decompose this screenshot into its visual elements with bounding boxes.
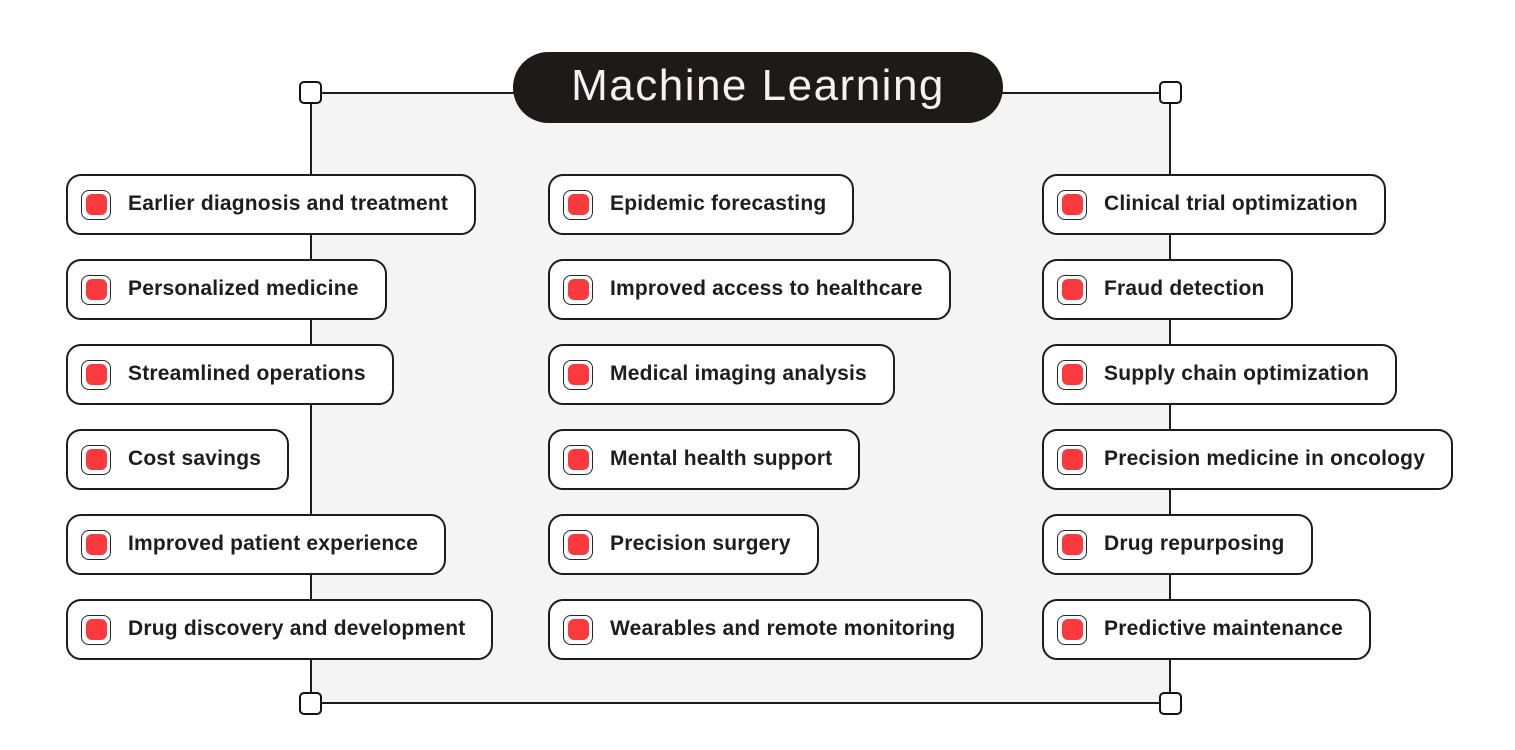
resize-handle-bottom-left[interactable] xyxy=(299,692,322,715)
checkbox-fill xyxy=(85,194,107,215)
checkbox-icon xyxy=(1057,274,1087,305)
topic-node[interactable]: Mental health support xyxy=(548,429,861,490)
resize-handle-top-left[interactable] xyxy=(299,81,322,104)
checkbox-fill xyxy=(85,534,107,555)
checkbox-icon xyxy=(81,359,111,390)
topic-node[interactable]: Wearables and remote monitoring xyxy=(548,599,984,660)
checkbox-icon xyxy=(563,614,593,645)
checkbox-icon xyxy=(563,529,593,560)
topic-label: Predictive maintenance xyxy=(1104,616,1343,640)
topic-node[interactable]: Streamlined operations xyxy=(66,344,394,405)
topic-label: Precision surgery xyxy=(610,531,791,555)
topic-label: Improved access to healthcare xyxy=(610,276,923,300)
checkbox-icon xyxy=(81,529,111,560)
checkbox-icon xyxy=(1057,614,1087,645)
topic-node[interactable]: Drug repurposing xyxy=(1042,514,1313,575)
checkbox-icon xyxy=(81,614,111,645)
checkbox-fill xyxy=(85,449,107,470)
topic-label: Supply chain optimization xyxy=(1104,361,1370,385)
topic-label: Fraud detection xyxy=(1104,276,1265,300)
resize-handle-bottom-right[interactable] xyxy=(1159,692,1182,715)
checkbox-fill xyxy=(1061,449,1083,470)
checkbox-icon xyxy=(563,359,593,390)
checkbox-fill xyxy=(1061,279,1083,300)
checkbox-fill xyxy=(85,279,107,300)
checkbox-fill xyxy=(567,449,589,470)
column-right: Clinical trial optimization Fraud detect… xyxy=(1042,174,1454,660)
topic-label: Improved patient experience xyxy=(128,531,419,555)
topic-node[interactable]: Personalized medicine xyxy=(66,259,387,320)
topic-node[interactable]: Improved patient experience xyxy=(66,514,447,575)
column-middle: Epidemic forecasting Improved access to … xyxy=(548,174,984,660)
checkbox-icon xyxy=(81,444,111,475)
checkbox-fill xyxy=(1061,364,1083,385)
topic-label: Mental health support xyxy=(610,446,833,470)
central-topic-node[interactable]: Machine Learning xyxy=(513,52,1003,123)
checkbox-fill xyxy=(85,364,107,385)
topic-node[interactable]: Fraud detection xyxy=(1042,259,1293,320)
checkbox-fill xyxy=(567,364,589,385)
checkbox-icon xyxy=(1057,359,1087,390)
topic-label: Drug discovery and development xyxy=(128,616,466,640)
topic-node[interactable]: Medical imaging analysis xyxy=(548,344,895,405)
topic-node[interactable]: Cost savings xyxy=(66,429,290,490)
checkbox-icon xyxy=(81,274,111,305)
topic-label: Drug repurposing xyxy=(1104,531,1285,555)
topic-node[interactable]: Clinical trial optimization xyxy=(1042,174,1386,235)
checkbox-fill xyxy=(567,194,589,215)
topic-label: Streamlined operations xyxy=(128,361,366,385)
topic-node[interactable]: Earlier diagnosis and treatment xyxy=(66,174,477,235)
topic-node[interactable]: Predictive maintenance xyxy=(1042,599,1371,660)
checkbox-icon xyxy=(563,189,593,220)
checkbox-icon xyxy=(563,274,593,305)
topic-label: Precision medicine in oncology xyxy=(1104,446,1426,470)
checkbox-icon xyxy=(1057,444,1087,475)
checkbox-icon xyxy=(81,189,111,220)
checkbox-icon xyxy=(563,444,593,475)
checkbox-fill xyxy=(567,534,589,555)
checkbox-fill xyxy=(1061,194,1083,215)
topic-label: Clinical trial optimization xyxy=(1104,191,1358,215)
resize-handle-top-right[interactable] xyxy=(1159,81,1182,104)
topic-label: Cost savings xyxy=(128,446,262,470)
topic-label: Wearables and remote monitoring xyxy=(610,616,956,640)
checkbox-fill xyxy=(85,619,107,640)
topic-node[interactable]: Supply chain optimization xyxy=(1042,344,1398,405)
checkbox-fill xyxy=(567,279,589,300)
topic-label: Personalized medicine xyxy=(128,276,359,300)
topic-node[interactable]: Epidemic forecasting xyxy=(548,174,855,235)
checkbox-fill xyxy=(567,619,589,640)
topic-node[interactable]: Drug discovery and development xyxy=(66,599,494,660)
topic-node[interactable]: Precision medicine in oncology xyxy=(1042,429,1454,490)
central-topic-label: Machine Learning xyxy=(571,61,945,110)
checkbox-icon xyxy=(1057,529,1087,560)
checkbox-icon xyxy=(1057,189,1087,220)
checkbox-fill xyxy=(1061,619,1083,640)
topic-label: Medical imaging analysis xyxy=(610,361,867,385)
topic-label: Earlier diagnosis and treatment xyxy=(128,191,449,215)
topic-node[interactable]: Improved access to healthcare xyxy=(548,259,951,320)
checkbox-fill xyxy=(1061,534,1083,555)
topic-label: Epidemic forecasting xyxy=(610,191,827,215)
column-left: Earlier diagnosis and treatment Personal… xyxy=(66,174,494,660)
topic-node[interactable]: Precision surgery xyxy=(548,514,819,575)
